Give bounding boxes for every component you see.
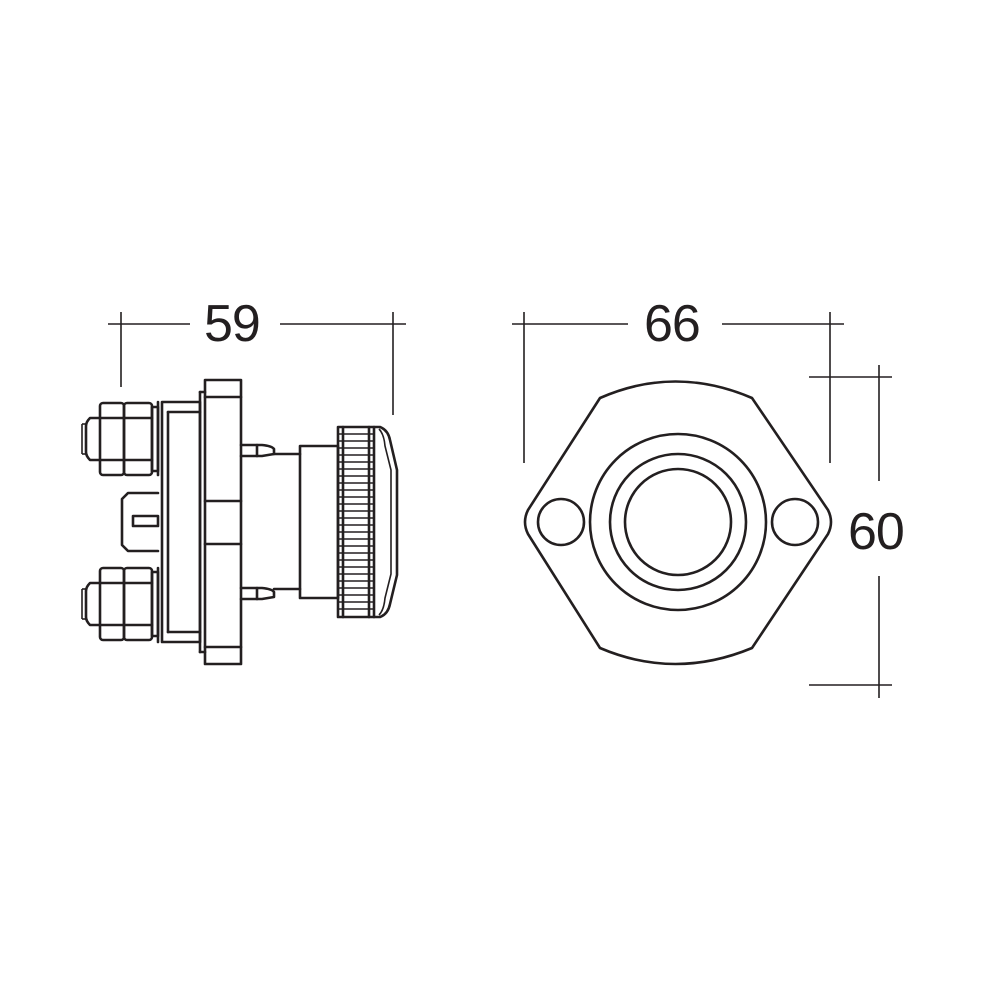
terminal-spade-middle	[120, 491, 160, 553]
mounting-flange	[198, 378, 243, 666]
mounting-hole-right	[770, 497, 820, 547]
dimension-label-60: 60	[848, 503, 905, 561]
terminal-stud-bottom	[81, 566, 160, 642]
middle-ring	[608, 452, 748, 592]
flange-outline	[523, 380, 833, 666]
dimension-line-60	[809, 365, 892, 698]
outer-ring	[588, 432, 768, 612]
retaining-clips	[239, 443, 302, 601]
mounting-hole-left	[536, 497, 586, 547]
dimension-label-59: 59	[204, 295, 261, 353]
dimension-line-66	[512, 312, 844, 463]
inner-ring	[623, 467, 733, 577]
knurled-knob	[336, 425, 376, 619]
side-view	[81, 312, 406, 666]
dimension-label-66: 66	[644, 295, 701, 353]
switch-body-rear	[156, 400, 202, 644]
dimension-line-59	[108, 312, 406, 415]
switch-barrel	[298, 444, 340, 600]
front-view	[512, 312, 892, 698]
knob-cap	[372, 425, 399, 619]
terminal-stud-top	[81, 401, 160, 477]
